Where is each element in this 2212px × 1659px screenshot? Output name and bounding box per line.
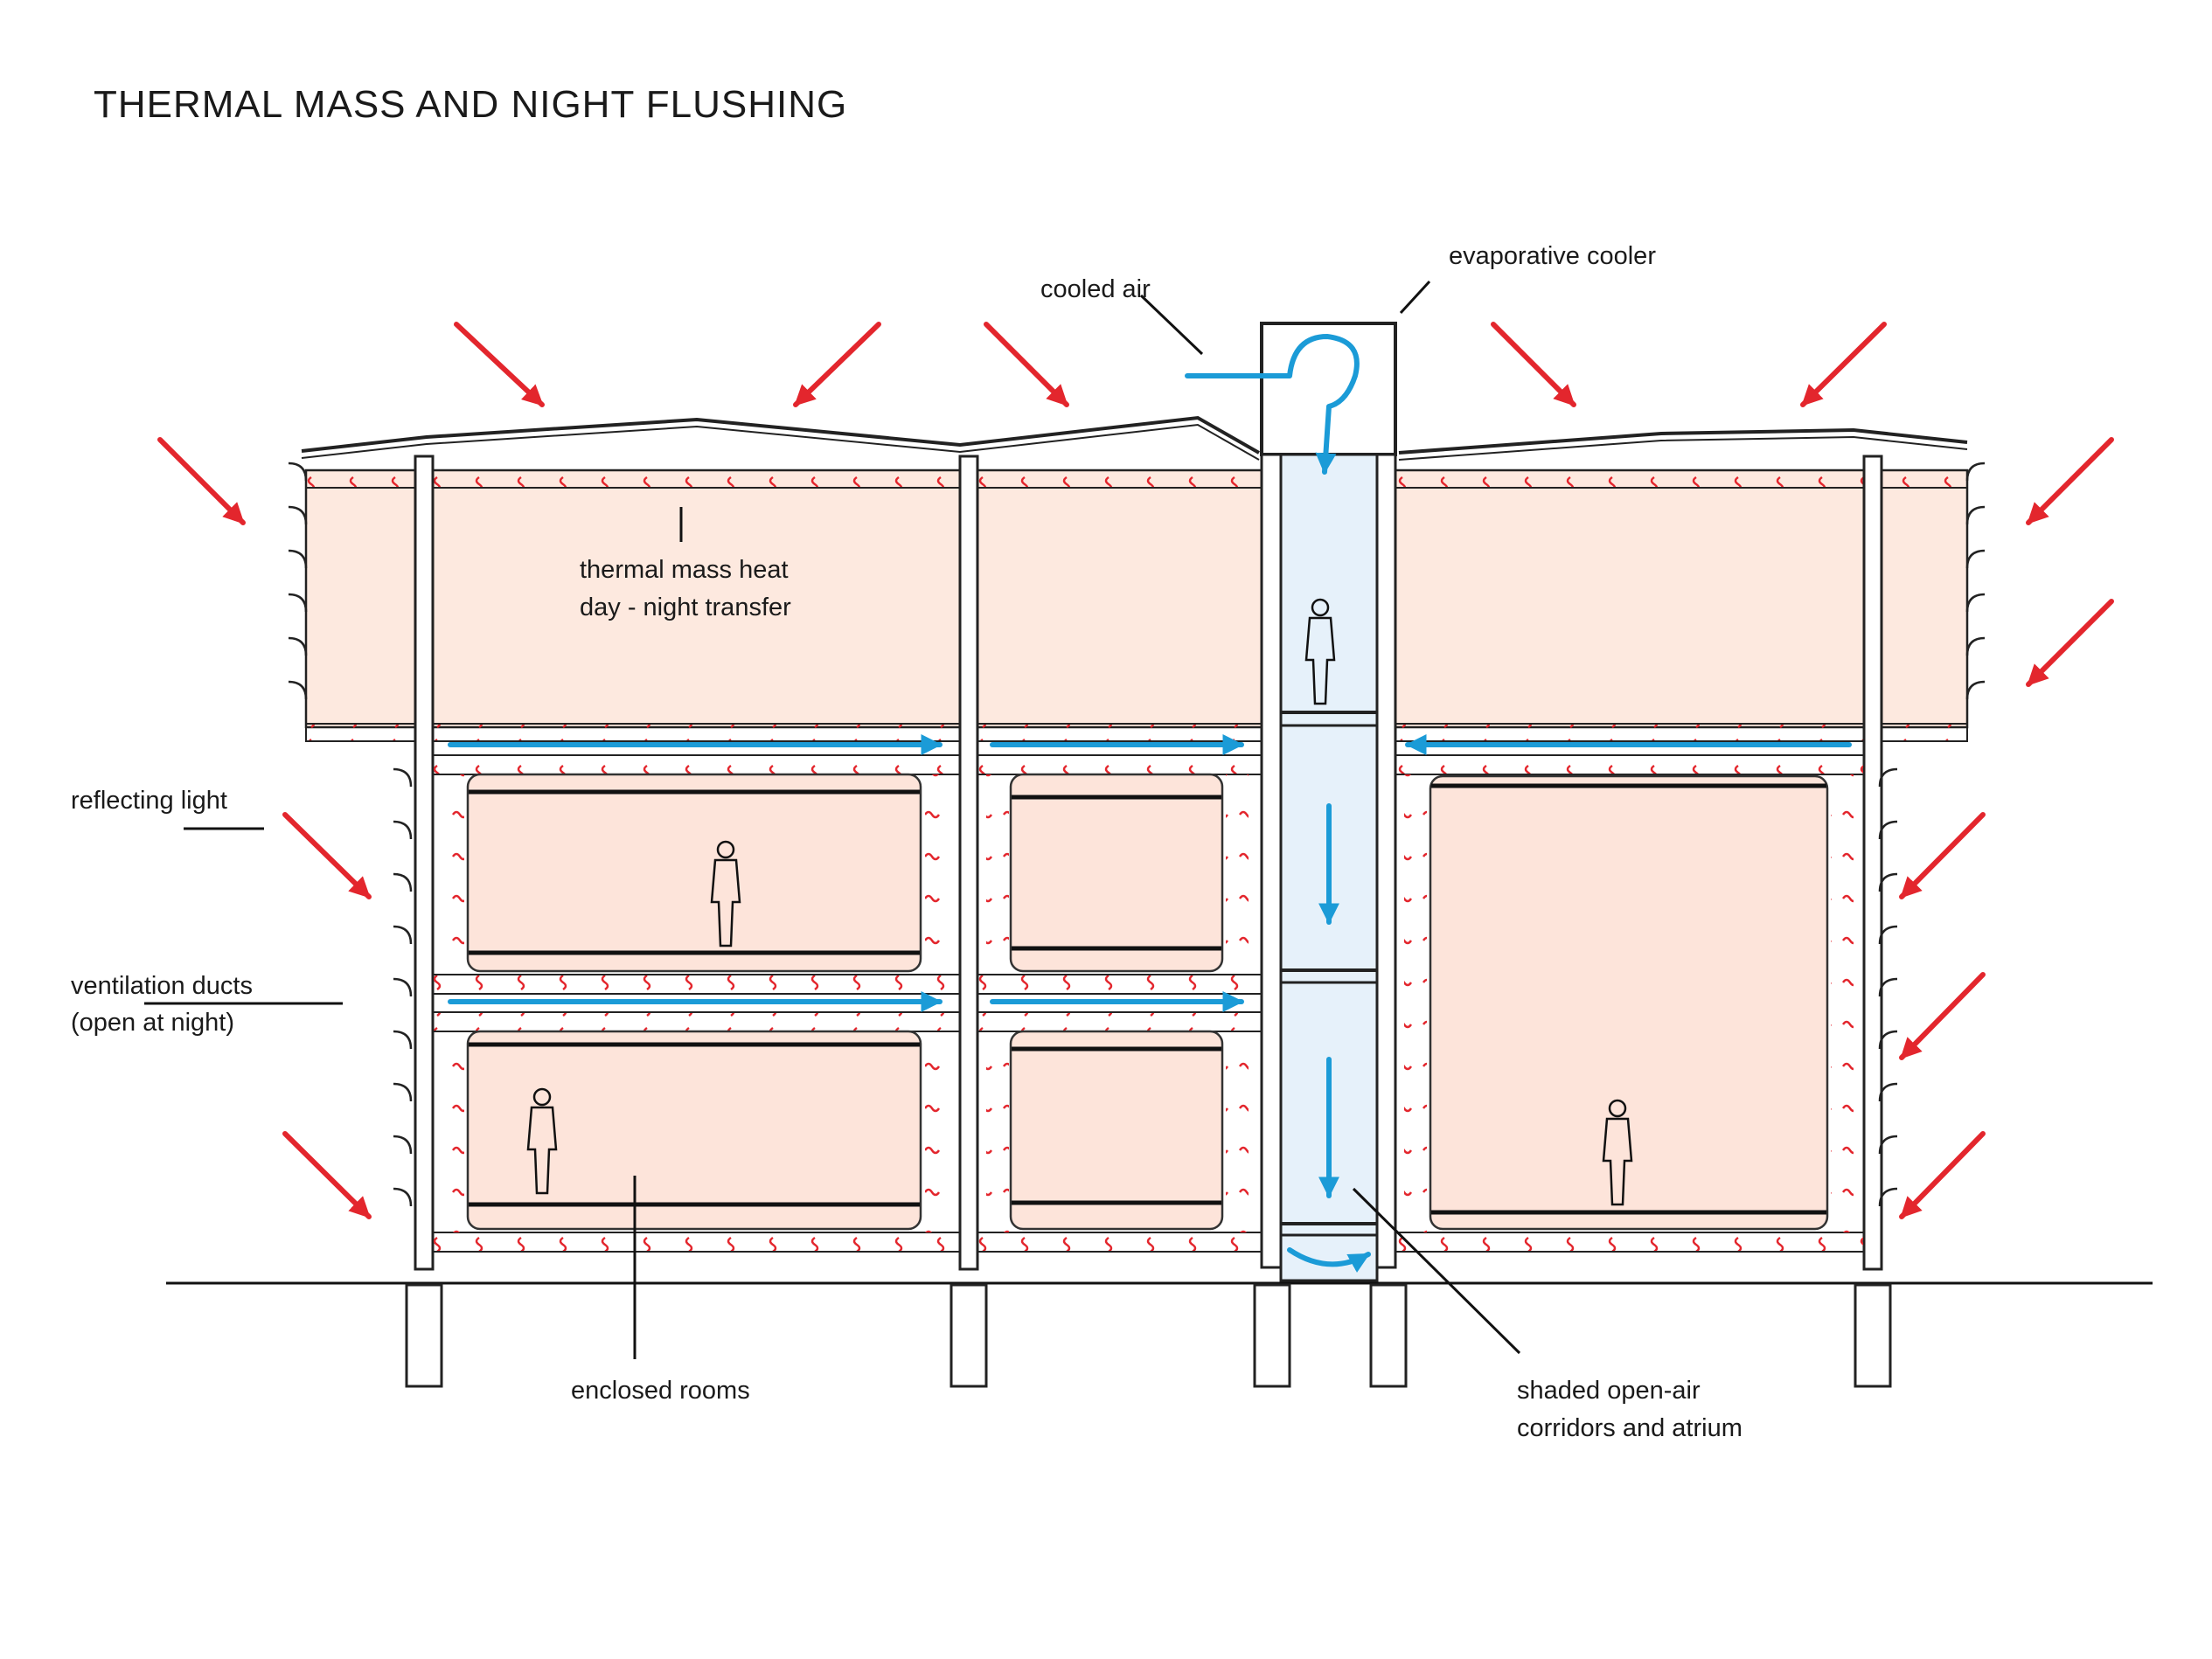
label-reflecting-light: reflecting light: [71, 787, 227, 815]
label-cooled-air: cooled air: [1040, 275, 1151, 303]
room-left-lower: [466, 1030, 922, 1231]
diagram-title: THERMAL MASS AND NIGHT FLUSHING: [94, 83, 847, 126]
room-right-tall: [1429, 774, 1829, 1231]
thermal-mass-slab: [304, 469, 1969, 742]
sun-arrows: [157, 322, 2114, 1219]
floor-slabs: [432, 754, 1865, 1253]
label-corridors-2: corridors and atrium: [1517, 1414, 1742, 1442]
room-mid-lower: [1009, 1030, 1224, 1231]
label-enclosed-rooms: enclosed rooms: [571, 1377, 750, 1405]
wall-heat: [442, 774, 1854, 1232]
label-ventilation-2: (open at night): [71, 1009, 234, 1037]
label-evaporative-cooler: evaporative cooler: [1449, 242, 1656, 270]
roof: [301, 415, 1968, 461]
enclosed-rooms: [466, 773, 1829, 1231]
label-thermal-mass-2: day - night transfer: [580, 593, 791, 621]
label-corridors-1: shaded open-air: [1517, 1377, 1701, 1405]
room-mid-upper: [1009, 773, 1224, 973]
facade-fins: [288, 462, 1986, 1207]
room-left-upper: [466, 773, 922, 973]
air-flow-arrows: [448, 334, 1852, 1273]
people-figures: [526, 598, 1633, 1206]
label-thermal-mass-1: thermal mass heat: [580, 556, 789, 584]
label-ventilation-1: ventilation ducts: [71, 972, 253, 1000]
annotations: evaporative cooler cooled air thermal ma…: [71, 242, 1742, 1442]
foundations: [405, 1283, 1892, 1388]
columns: [414, 455, 1883, 1271]
leader-lines: [144, 280, 1521, 1359]
